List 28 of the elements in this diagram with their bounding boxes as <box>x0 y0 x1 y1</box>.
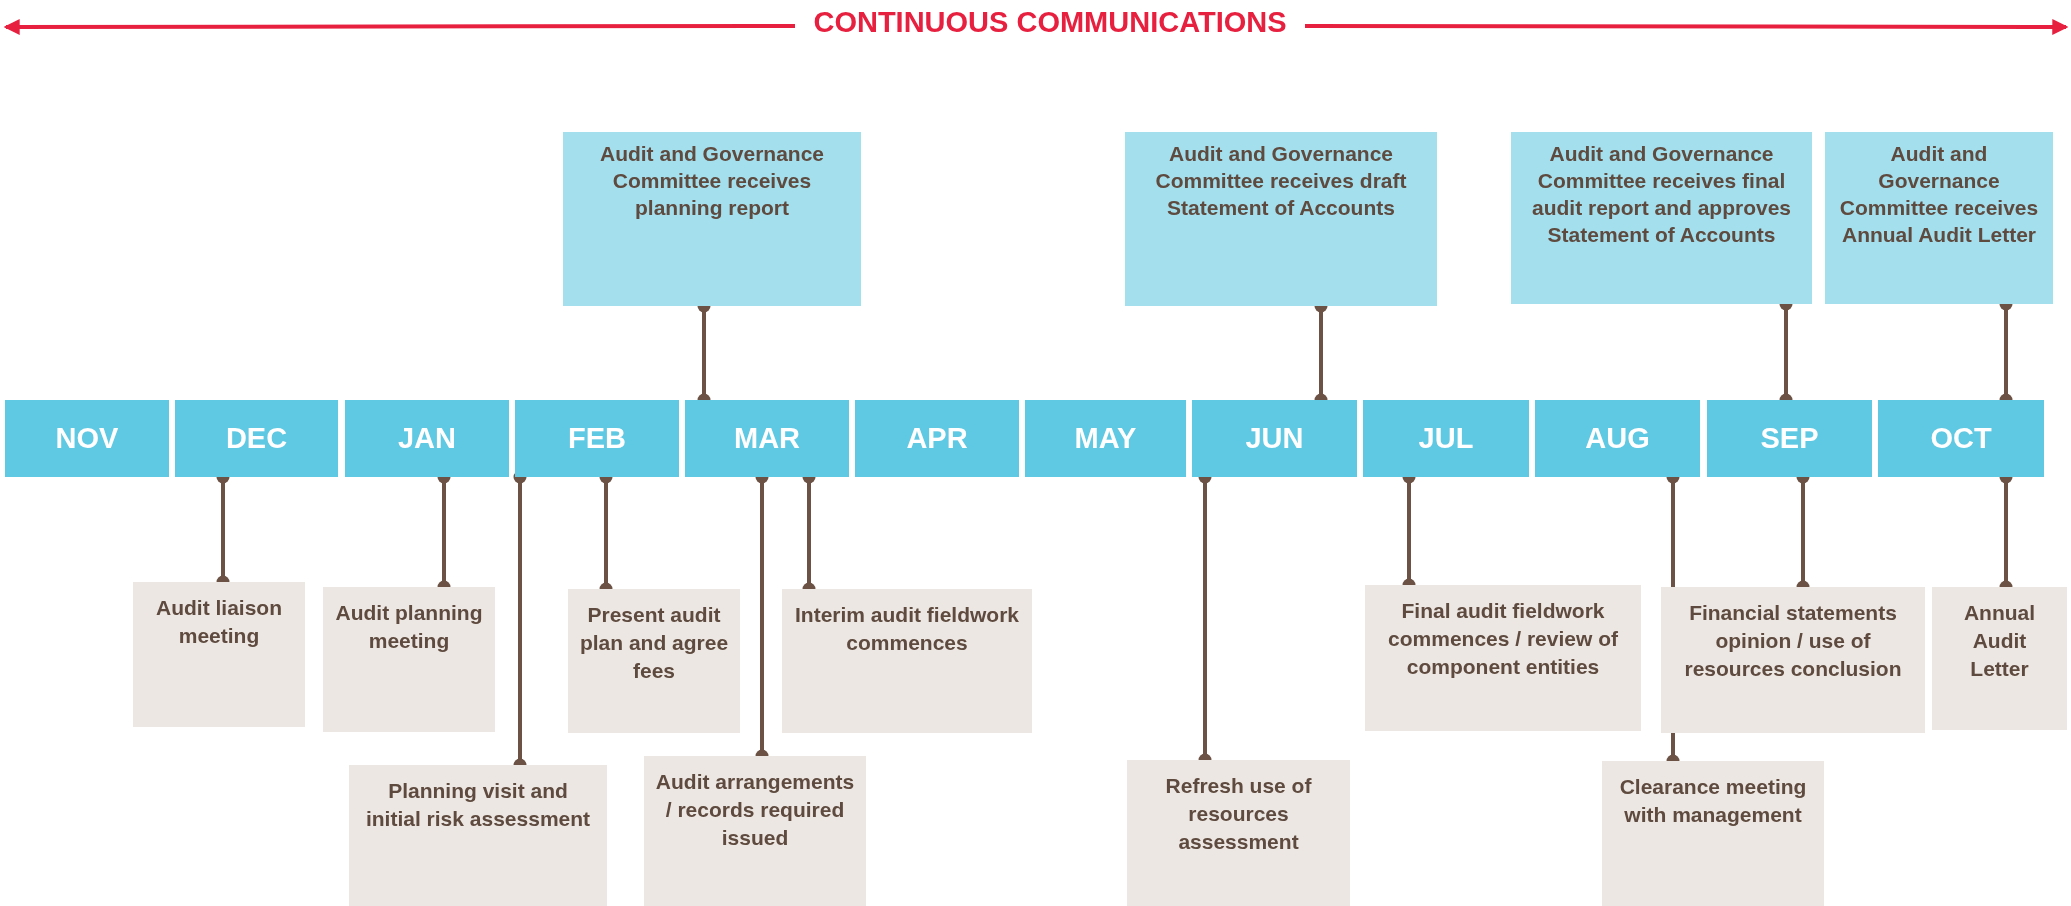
activity-box: Present audit plan and agree fees <box>568 589 740 733</box>
activity-box: Audit liaison meeting <box>133 582 305 727</box>
activity-box: Refresh use of resources assessment <box>1127 760 1350 906</box>
activity-box: Financial statements opinion / use of resources conclusion <box>1661 587 1925 733</box>
activity-box: Audit arrangements / records required issued <box>644 756 866 906</box>
month-bar: JUN <box>1192 400 1357 477</box>
activity-box: Annual Audit Letter <box>1932 587 2067 730</box>
heading: CONTINUOUS COMMUNICATIONS <box>812 6 1288 39</box>
month-bar: FEB <box>515 400 679 477</box>
activity-box: Planning visit and initial risk assessment <box>349 765 607 906</box>
activity-box: Clearance meeting with management <box>1602 761 1824 906</box>
activity-box: Interim audit fieldwork commences <box>782 589 1032 733</box>
activity-box: Audit planning meeting <box>323 587 495 732</box>
activity-box: Final audit fieldwork commences / review of component entities <box>1365 585 1641 731</box>
month-bar: JUL <box>1363 400 1529 477</box>
event-box: Audit and Governance Committee receives Annual Audit Letter <box>1825 132 2053 304</box>
month-bar: MAR <box>685 400 849 477</box>
month-bar: NOV <box>5 400 169 477</box>
month-bar: AUG <box>1535 400 1700 477</box>
month-bar: JAN <box>345 400 509 477</box>
month-bar: SEP <box>1707 400 1872 477</box>
event-box: Audit and Governance Committee receives draft Statement of Accounts <box>1125 132 1437 306</box>
month-bar: APR <box>855 400 1019 477</box>
month-bar: MAY <box>1025 400 1186 477</box>
month-bar: OCT <box>1878 400 2044 477</box>
month-bar: DEC <box>175 400 338 477</box>
event-box: Audit and Governance Committee receives planning report <box>563 132 861 306</box>
event-box: Audit and Governance Committee receives final audit report and approves Statement of Accounts <box>1511 132 1812 304</box>
